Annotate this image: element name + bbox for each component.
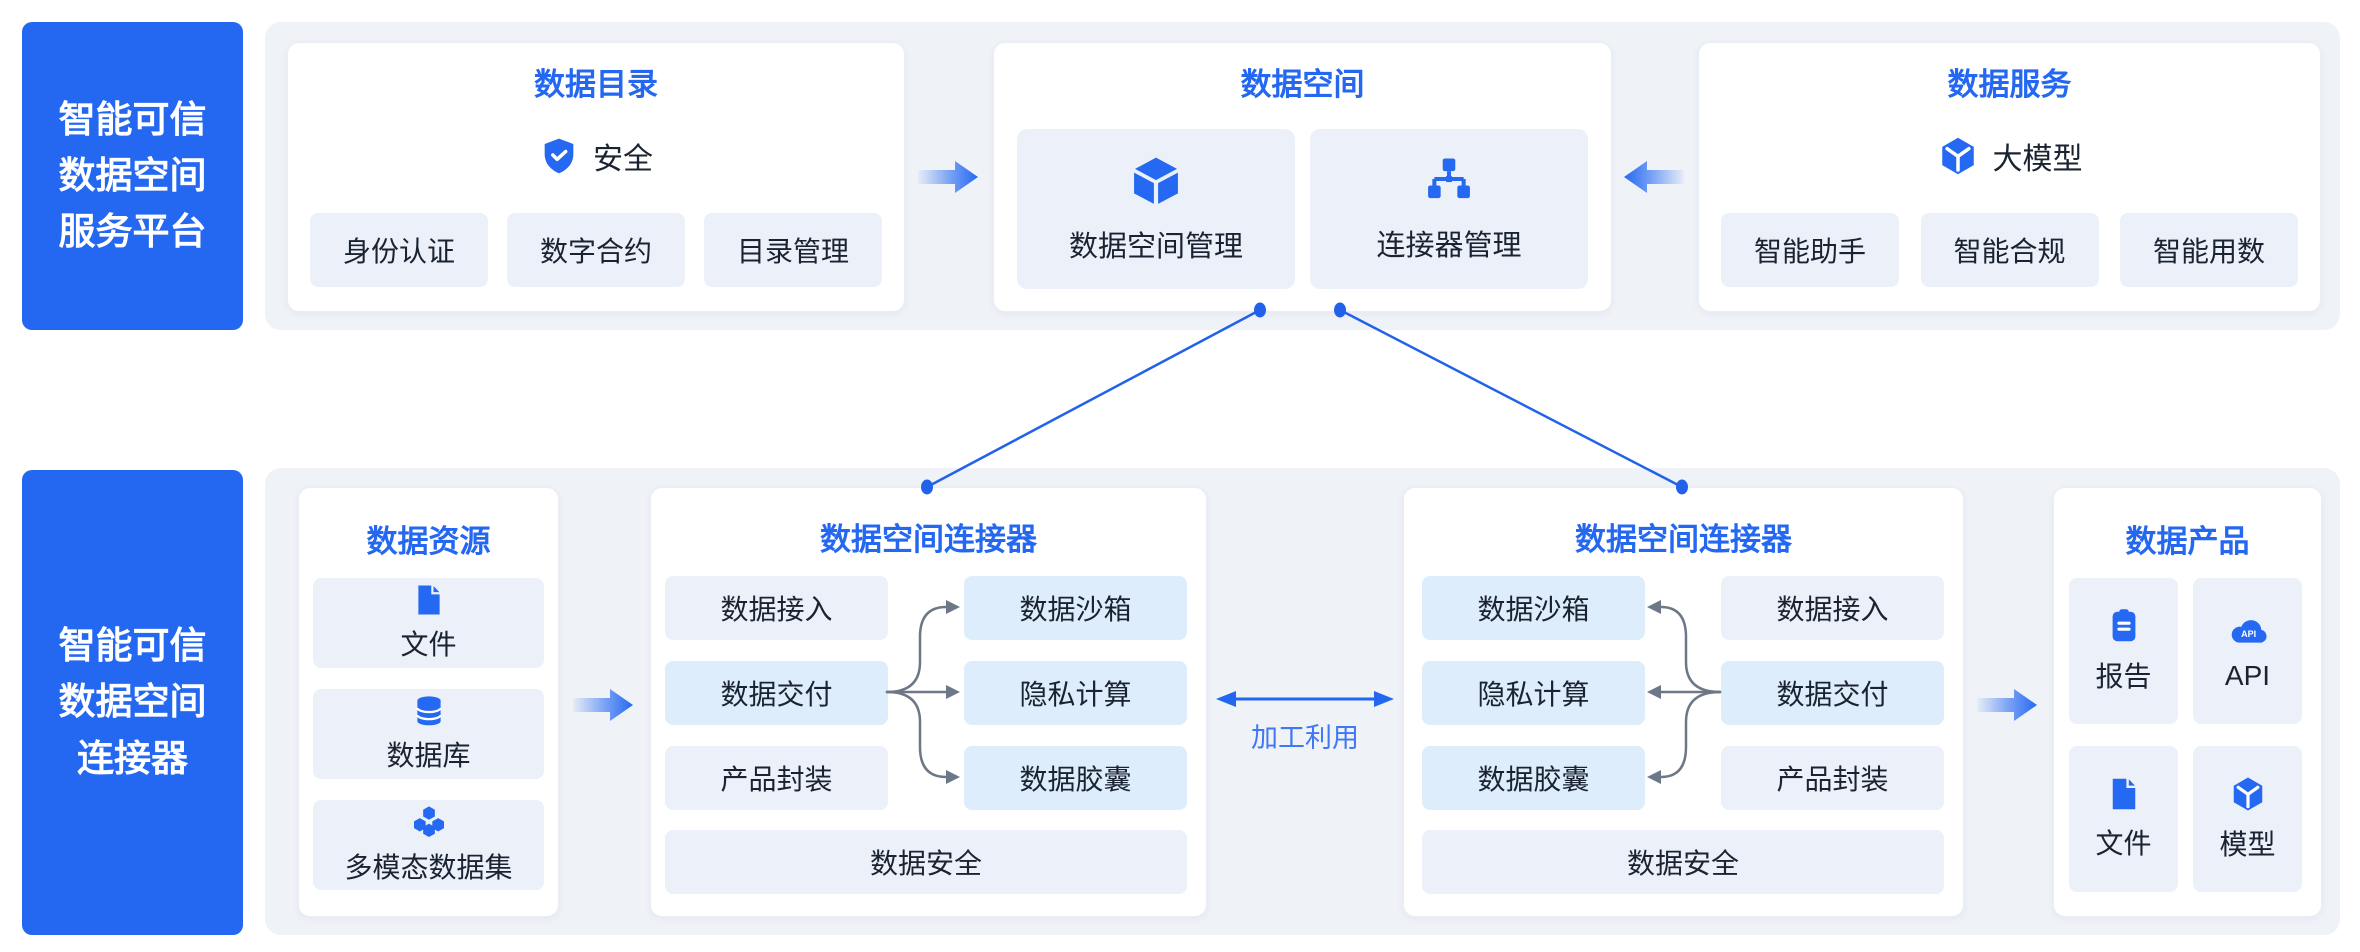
sitemap-icon [1422, 154, 1476, 208]
file-product-label: 文件 [2095, 828, 2152, 859]
link-endpoint-dots [921, 302, 1688, 495]
connector-right-title: 数据空间连接器 [1575, 522, 1792, 557]
smart-assistant-button[interactable]: 智能助手 [1721, 213, 1899, 287]
svg-text:API: API [2241, 629, 2256, 639]
model-product-item[interactable]: 模型 [2193, 746, 2302, 892]
privacy-computing-item[interactable]: 隐私计算 [1422, 661, 1645, 725]
file-icon [2106, 776, 2142, 812]
connector-left-title: 数据空间连接器 [820, 522, 1037, 557]
digital-contract-button[interactable]: 数字合约 [507, 213, 685, 287]
shield-check-icon [539, 136, 579, 176]
sidebar-connector-line: 数据空间 [58, 681, 207, 723]
model-product-label: 模型 [2219, 829, 2276, 860]
data-resources-card: 数据资源 文件 数据库 多模态数据集 [298, 487, 559, 917]
data-delivery-item[interactable]: 数据交付 [1721, 661, 1944, 725]
data-security-bar[interactable]: 数据安全 [1422, 830, 1944, 894]
connector-left-output-column: 数据沙箱 隐私计算 数据胶囊 [964, 576, 1187, 810]
hexagon-model-icon [2229, 775, 2267, 813]
data-catalog-buttons: 身份认证 数字合约 目录管理 [310, 213, 882, 287]
connector-left-input-column: 数据接入 数据交付 产品封装 [665, 576, 888, 810]
api-cloud-icon: API [2227, 610, 2269, 650]
report-product-item[interactable]: 报告 [2069, 578, 2178, 724]
link-space-to-left-connector [926, 308, 1261, 489]
space-connector-links [926, 308, 1683, 489]
product-packaging-item[interactable]: 产品封装 [665, 746, 888, 810]
data-capsule-item[interactable]: 数据胶囊 [1422, 746, 1645, 810]
link-space-to-right-connector [1339, 308, 1683, 489]
data-products-card: 数据产品 报告 API API 文件 模型 [2053, 487, 2322, 917]
smart-compliance-button[interactable]: 智能合规 [1920, 213, 2099, 287]
data-catalog-card: 数据目录 安全 身份认证 数字合约 目录管理 [287, 42, 905, 312]
data-space-card: 数据空间 数据空间管理 连接器管理 [993, 42, 1612, 312]
sidebar-connector-line: 连接器 [77, 737, 188, 779]
connector-right-output-column: 数据沙箱 隐私计算 数据胶囊 [1422, 576, 1645, 810]
multimodal-dataset-item[interactable]: 多模态数据集 [313, 800, 544, 890]
catalog-management-button[interactable]: 目录管理 [704, 213, 882, 287]
data-service-buttons: 智能助手 智能合规 智能用数 [1721, 213, 2298, 287]
sidebar-platform-line: 数据空间 [58, 154, 207, 196]
connector-right-input-column: 数据接入 数据交付 产品封装 [1721, 576, 1944, 810]
sidebar-platform-line: 智能可信 [58, 98, 207, 140]
data-space-connector-left-card: 数据空间连接器 数据接入 数据交付 产品封装 数据沙箱 隐私计算 数据胶囊 数据… [650, 487, 1207, 917]
smart-data-use-button[interactable]: 智能用数 [2120, 213, 2298, 287]
data-sandbox-item[interactable]: 数据沙箱 [1422, 576, 1645, 640]
data-catalog-feature-label: 安全 [593, 143, 653, 176]
database-icon [412, 694, 446, 728]
data-space-connector-right-card: 数据空间连接器 数据沙箱 隐私计算 数据胶囊 数据接入 数据交付 产品封装 数据… [1403, 487, 1964, 917]
data-catalog-title: 数据目录 [534, 67, 658, 102]
data-access-item[interactable]: 数据接入 [665, 576, 888, 640]
data-service-title: 数据服务 [1947, 67, 2072, 102]
file-product-item[interactable]: 文件 [2069, 746, 2178, 892]
api-product-item[interactable]: API API [2193, 578, 2302, 724]
data-products-title: 数据产品 [2125, 524, 2250, 559]
cube-icon [1128, 153, 1184, 209]
data-sandbox-item[interactable]: 数据沙箱 [964, 576, 1187, 640]
database-resource-label: 数据库 [386, 740, 471, 771]
multimodal-dataset-label: 多模态数据集 [344, 852, 513, 883]
report-icon [2105, 607, 2143, 645]
api-product-label: API [2224, 660, 2271, 691]
data-security-bar[interactable]: 数据安全 [665, 830, 1187, 894]
data-access-item[interactable]: 数据接入 [1721, 576, 1944, 640]
data-space-management-module[interactable]: 数据空间管理 [1017, 129, 1295, 289]
privacy-computing-item[interactable]: 隐私计算 [964, 661, 1187, 725]
database-resource-item[interactable]: 数据库 [313, 689, 544, 779]
connector-management-module[interactable]: 连接器管理 [1310, 129, 1588, 289]
product-packaging-item[interactable]: 产品封装 [1721, 746, 1944, 810]
connector-management-label: 连接器管理 [1376, 230, 1522, 262]
dataset-icon [411, 804, 447, 840]
data-service-feature-label: 大模型 [1992, 143, 2083, 176]
sidebar-platform-line: 服务平台 [58, 211, 207, 253]
flow-label: 加工利用 [1251, 723, 1359, 753]
connector-panel [265, 468, 2340, 935]
sidebar-connector-line: 智能可信 [58, 625, 207, 667]
data-service-card: 数据服务 大模型 智能助手 智能合规 智能用数 [1698, 42, 2321, 312]
data-products-grid: 报告 API API 文件 模型 [2069, 578, 2302, 892]
data-delivery-item[interactable]: 数据交付 [665, 661, 888, 725]
file-resource-label: 文件 [400, 629, 457, 660]
hexagon-model-icon [1937, 135, 1979, 177]
data-space-title: 数据空间 [1240, 67, 1365, 102]
report-product-label: 报告 [2095, 661, 2152, 692]
identity-auth-button[interactable]: 身份认证 [310, 213, 488, 287]
data-resources-items: 文件 数据库 多模态数据集 [313, 578, 544, 890]
data-capsule-item[interactable]: 数据胶囊 [964, 746, 1187, 810]
file-resource-item[interactable]: 文件 [313, 578, 544, 668]
sidebar-connector: 智能可信 数据空间 连接器 [22, 470, 243, 935]
data-resources-title: 数据资源 [366, 524, 491, 559]
file-icon [412, 583, 446, 617]
data-space-management-label: 数据空间管理 [1068, 231, 1243, 263]
sidebar-platform: 智能可信 数据空间 服务平台 [22, 22, 243, 330]
